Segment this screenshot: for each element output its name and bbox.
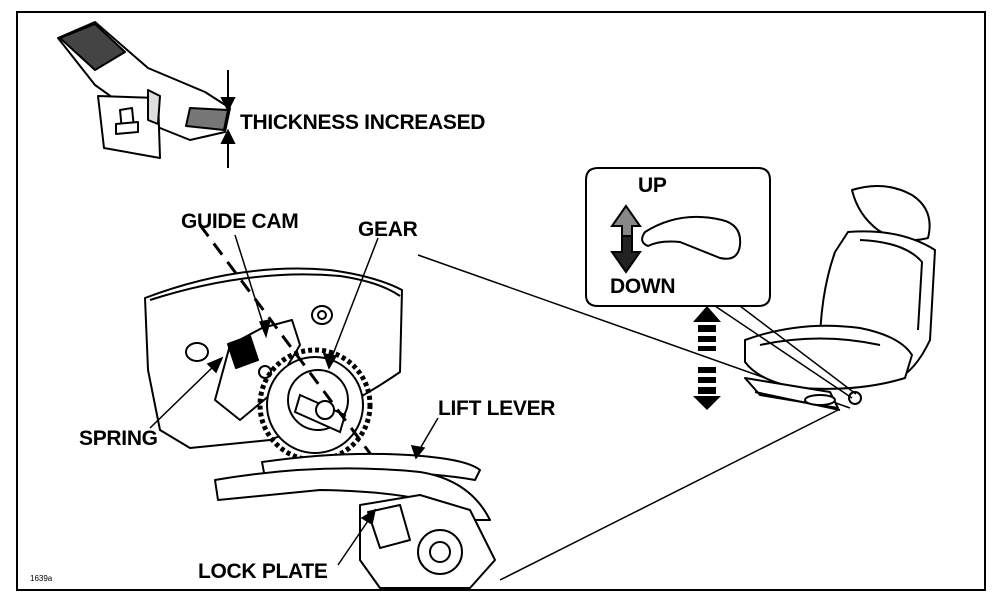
- leader-lines: [149, 234, 439, 566]
- gear-label: GEAR: [358, 218, 418, 241]
- gear-part: [257, 347, 373, 463]
- spring-label: SPRING: [79, 427, 158, 450]
- inset-pointer: [714, 305, 857, 399]
- guide-cam-label: GUIDE CAM: [181, 210, 299, 233]
- figure-code-label: 1639a: [30, 574, 53, 583]
- lock-plate-assembly: [359, 494, 496, 589]
- seat: [744, 185, 936, 411]
- thickness-arrows: [220, 70, 236, 168]
- thickness-increased-label: THICKNESS INCREASED: [240, 111, 486, 134]
- diagram-border: [16, 11, 986, 591]
- up-label: UP: [638, 174, 667, 197]
- lift-lever-label: LIFT LEVER: [438, 397, 556, 420]
- lock-plate-label: LOCK PLATE: [198, 560, 328, 583]
- lever-handle-icon: [641, 215, 742, 260]
- lift-lever-part: [214, 452, 491, 521]
- up-down-arrow-icon: [610, 204, 642, 274]
- down-label: DOWN: [610, 275, 676, 298]
- lock-plate-thickness-detail: [57, 21, 231, 159]
- height-adjust-arrows-icon: [693, 306, 721, 410]
